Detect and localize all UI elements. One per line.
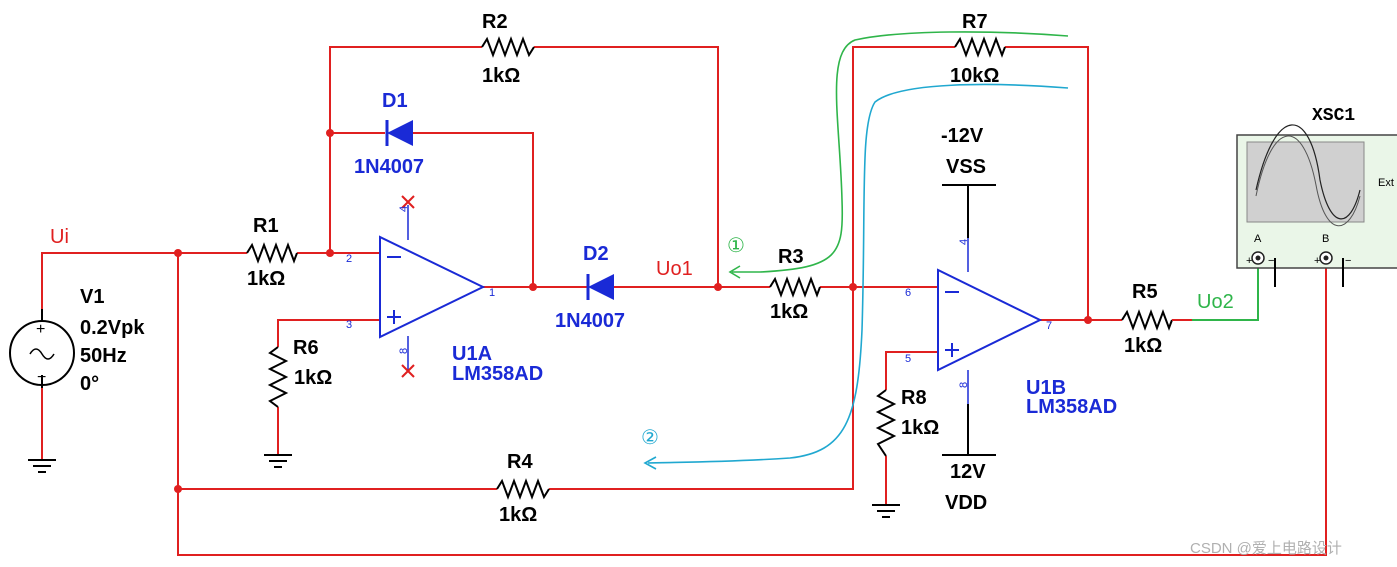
r4-symbol: [496, 478, 550, 500]
net-uo1-label: Uo1: [656, 258, 693, 280]
wire-uo2: [1192, 258, 1259, 321]
u1b-name: U1B: [1026, 377, 1066, 399]
r1-value: 1kΩ: [247, 268, 285, 290]
xsc1-name: XSC1: [1312, 106, 1355, 126]
vss-voltage: -12V: [941, 125, 984, 147]
ground-v1: [28, 459, 56, 473]
u1b-pin-inv: 6: [905, 287, 911, 299]
vdd-voltage: 12V: [950, 461, 986, 483]
pin-stubs: [407, 205, 969, 404]
r3-value: 1kΩ: [770, 301, 808, 323]
power-leads: [942, 184, 996, 456]
wire-d1-right: [413, 132, 534, 287]
d2-diode-symbol: [586, 274, 614, 300]
wire-r2-right: [534, 46, 719, 287]
ground-r6: [264, 454, 292, 468]
junctions: [174, 129, 1092, 493]
d1-diode-symbol: [385, 120, 413, 146]
v1-source-symbol: + −: [9, 309, 75, 388]
vss-name: VSS: [946, 156, 986, 178]
u1b-pin-noninv: 5: [905, 353, 911, 365]
r8-value: 1kΩ: [901, 417, 939, 439]
wire-r8-top: [885, 351, 938, 390]
annotation-2-label: ②: [641, 427, 659, 449]
xsc1-oscilloscope: + − + −: [1236, 124, 1397, 287]
wire-r7-right: [1005, 46, 1089, 320]
r3-symbol: [769, 276, 821, 298]
wire-ui-to-scope-b: [177, 253, 1327, 556]
u1a-pin-out: 1: [489, 287, 495, 299]
u1a-pin-bottom: 8: [398, 348, 410, 354]
wire-r2-left: [329, 46, 482, 253]
v1-amplitude: 0.2Vpk: [80, 317, 145, 339]
d1-name: D1: [382, 90, 408, 112]
annotation-1-label: ①: [727, 235, 745, 257]
d2-model: 1N4007: [555, 310, 625, 332]
ground-r8: [872, 504, 900, 518]
xsc1-ext-label: Ext: [1378, 177, 1394, 189]
u1b-opamp-symbol: [937, 268, 1043, 372]
xsc1-channel-b: B: [1322, 233, 1329, 245]
wire-ui-input: [41, 252, 247, 309]
svg-text:−: −: [37, 369, 46, 386]
d1-model: 1N4007: [354, 156, 424, 178]
svg-text:+: +: [1246, 255, 1252, 267]
r1-symbol: [246, 242, 298, 264]
svg-text:−: −: [1345, 255, 1351, 267]
annotation-path-1: [728, 31, 1069, 279]
r1-name: R1: [253, 215, 279, 237]
watermark: CSDN @爱上电路设计: [1190, 540, 1342, 557]
r2-value: 1kΩ: [482, 65, 520, 87]
r8-name: R8: [901, 387, 927, 409]
u1a-pin-noninv: 3: [346, 319, 352, 331]
r7-name: R7: [962, 11, 988, 33]
wires: [41, 46, 1327, 556]
r2-name: R2: [482, 11, 508, 33]
v1-frequency: 50Hz: [80, 345, 127, 367]
v1-phase: 0°: [80, 373, 99, 395]
u1a-nc-marks: [401, 195, 415, 378]
u1a-pin-top: 4: [398, 206, 410, 212]
u1a-opamp-symbol: [379, 195, 486, 378]
r5-name: R5: [1132, 281, 1158, 303]
annotation-path-2: [643, 83, 1069, 470]
r6-value: 1kΩ: [294, 367, 332, 389]
r6-symbol: [267, 346, 289, 408]
net-uo2-label: Uo2: [1197, 291, 1234, 313]
d2-name: D2: [583, 243, 609, 265]
resistors: [246, 36, 1173, 500]
r5-symbol: [1121, 309, 1173, 331]
svg-text:−: −: [1268, 255, 1274, 267]
u1b-model: LM358AD: [1026, 396, 1117, 418]
r5-value: 1kΩ: [1124, 335, 1162, 357]
u1a-name: U1A: [452, 343, 492, 365]
svg-text:+: +: [1314, 255, 1320, 267]
svg-text:+: +: [36, 321, 45, 338]
u1b-pin-out: 7: [1046, 320, 1052, 332]
wire-r6-top: [277, 319, 380, 347]
u1b-pin-top: 4: [958, 239, 970, 245]
r8-symbol: [875, 389, 897, 457]
r3-name: R3: [778, 246, 804, 268]
u1b-pin-bottom: 8: [958, 382, 970, 388]
r4-name: R4: [507, 451, 533, 473]
wire-r4-right: [549, 46, 955, 490]
r4-value: 1kΩ: [499, 504, 537, 526]
u1a-pin-inv: 2: [346, 253, 352, 265]
r2-symbol: [481, 36, 535, 58]
u1a-model: LM358AD: [452, 363, 543, 385]
r6-name: R6: [293, 337, 319, 359]
r7-symbol: [954, 36, 1006, 58]
v1-name: V1: [80, 286, 104, 308]
r7-value: 10kΩ: [950, 65, 999, 87]
net-ui-label: Ui: [50, 226, 69, 248]
xsc1-channel-a: A: [1254, 233, 1262, 245]
vdd-name: VDD: [945, 492, 987, 514]
grounds: [28, 454, 900, 518]
